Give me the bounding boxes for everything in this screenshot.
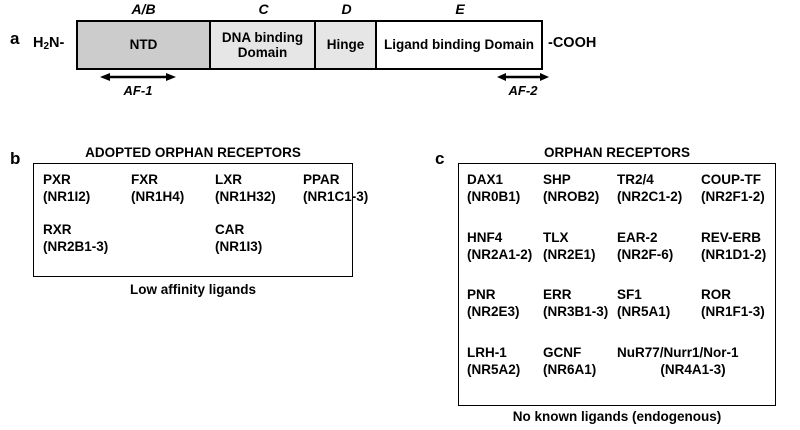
receptor-name: PXR: [43, 172, 71, 187]
receptor-entry-pnr: PNR (NR2E3): [467, 286, 543, 321]
receptor-name: EAR-2: [617, 229, 658, 245]
receptor-code: (NR0B1): [467, 189, 521, 205]
receptor-entry-ear-2: EAR-2 (NR2F-6): [617, 229, 701, 264]
double-arrow-icon: [497, 73, 549, 81]
af-2-label: AF-2: [508, 83, 538, 98]
receptor-code: (NR2F1-2): [701, 189, 765, 205]
domain-letter-ab: A/B: [131, 1, 156, 17]
receptor-code: (NR2C1-2): [617, 189, 683, 205]
panel-b-letter: b: [10, 149, 21, 168]
panel-b-receptor-box: PXR (NR1I2) FXR (NR1H4) LXR (NR1H32) PPA…: [33, 163, 368, 277]
receptor-entry-err: ERR (NR3B1-3): [543, 286, 617, 321]
receptor-entry-pxr: PXR (NR1I2): [43, 171, 131, 206]
receptor-code: (NR1I3): [215, 238, 263, 254]
receptor-name: TR2/4: [617, 172, 654, 187]
receptor-code: (NR2E1): [543, 246, 596, 262]
receptor-entry-lrh-1: LRH-1 (NR5A2): [467, 344, 543, 379]
receptor-name: RXR: [43, 221, 72, 237]
activation-function-1-annotation: AF-1: [98, 72, 178, 100]
receptor-code: (NR1D1-2): [701, 246, 767, 262]
receptor-name: COUP-TF: [701, 172, 761, 187]
receptor-entry-ror: ROR (NR1F1-3): [701, 286, 775, 321]
receptor-entry-hnf4: HNF4 (NR2A1-2): [467, 229, 543, 264]
domain-box-ligand-binding: Ligand binding Domain: [377, 22, 541, 68]
receptor-code: (NR1H4): [131, 189, 185, 205]
receptor-code: (NR5A1): [617, 304, 671, 320]
receptor-name: LRH-1: [467, 344, 507, 360]
activation-function-2-annotation: AF-2: [495, 72, 551, 100]
double-arrow-icon: [100, 73, 176, 81]
receptor-code: (NR6A1): [543, 361, 597, 377]
receptor-name: DAX1: [467, 172, 504, 187]
receptor-entry-lxr: LXR (NR1H32): [215, 171, 303, 206]
receptor-name: LXR: [215, 172, 242, 187]
panel-c-letter: c: [435, 149, 445, 168]
receptor-code: (NR2E3): [467, 304, 520, 320]
receptor-code: (NR1F1-3): [701, 304, 765, 320]
panel-c-receptor-box: DAX1 (NR0B1) SHP (NROB2) TR2/4 (NR2C1-2)…: [458, 163, 776, 406]
af-1-label: AF-1: [123, 83, 153, 98]
receptor-code: (NR5A2): [467, 361, 521, 377]
receptor-entry-rxr: RXR (NR2B1-3): [43, 221, 131, 256]
receptor-name: SHP: [543, 172, 571, 187]
receptor-name: TLX: [543, 229, 569, 245]
receptor-entry-sf1: SF1 (NR5A1): [617, 286, 701, 321]
receptor-name: ERR: [543, 287, 572, 302]
receptor-name: SF1: [617, 287, 642, 302]
receptor-name: FXR: [131, 172, 158, 187]
domain-box-hinge: Hinge: [316, 22, 377, 68]
domain-letter-d: D: [341, 1, 352, 17]
domain-box-ntd: NTD: [78, 22, 211, 68]
receptor-code: (NR4A1-3): [660, 361, 726, 377]
receptor-code: (NROB2): [543, 189, 600, 205]
receptor-entry-fxr: FXR (NR1H4): [131, 171, 215, 206]
receptor-entry-car: CAR (NR1I3): [215, 221, 303, 256]
receptor-entry-tlx: TLX (NR2E1): [543, 229, 617, 264]
domain-box-dna-binding: DNA binding Domain: [211, 22, 316, 68]
receptor-entry-ppar: PPAR (NR1C1-3): [303, 171, 368, 206]
receptor-domain-bar: NTD DNA binding Domain Hinge Ligand bind…: [76, 20, 543, 70]
receptor-name: HNF4: [467, 229, 503, 245]
receptor-name: PPAR: [303, 172, 340, 187]
c-terminus-label: -COOH: [548, 35, 597, 51]
receptor-entry-nur77-nurr1-nor-1: NuR77/Nurr1/Nor-1 (NR4A1-3): [617, 344, 775, 379]
receptor-name: NuR77/Nurr1/Nor-1: [617, 344, 739, 360]
receptor-entry-gcnf: GCNF (NR6A1): [543, 344, 617, 379]
receptor-name: ROR: [701, 287, 731, 302]
panel-a-letter: a: [10, 29, 20, 48]
panel-a-domain-diagram: a H2N- A/B C D E NTD DNA binding Domain …: [0, 0, 620, 120]
n-terminus-label: H2N-: [33, 35, 65, 52]
receptor-entry-shp: SHP (NROB2): [543, 171, 617, 206]
domain-letter-e: E: [455, 1, 465, 17]
panel-b-heading: ADOPTED ORPHAN RECEPTORS: [85, 145, 301, 160]
receptor-code: (NR1C1-3): [303, 189, 369, 205]
receptor-entry-dax1: DAX1 (NR0B1): [467, 171, 543, 206]
receptor-entry-coup-tf: COUP-TF (NR2F1-2): [701, 171, 775, 206]
receptor-entry-tr2-4: TR2/4 (NR2C1-2): [617, 171, 701, 206]
domain-letter-c: C: [258, 1, 269, 17]
receptor-code: (NR1H32): [215, 189, 276, 205]
receptor-name: CAR: [215, 221, 245, 237]
receptor-code: (NR2F-6): [617, 246, 674, 262]
receptor-name: PNR: [467, 287, 496, 302]
receptor-name: GCNF: [543, 344, 582, 360]
panel-b-caption: Low affinity ligands: [129, 282, 256, 297]
receptor-entry-rev-erb: REV-ERB (NR1D1-2): [701, 229, 775, 264]
receptor-code: (NR1I2): [43, 189, 91, 205]
panel-c-caption: No known ligands (endogenous): [512, 409, 722, 424]
receptor-code: (NR2A1-2): [467, 246, 533, 262]
panel-c-heading: ORPHAN RECEPTORS: [543, 145, 691, 160]
receptor-name: REV-ERB: [701, 229, 762, 245]
receptor-code: (NR3B1-3): [543, 304, 609, 320]
receptor-code: (NR2B1-3): [43, 238, 109, 254]
